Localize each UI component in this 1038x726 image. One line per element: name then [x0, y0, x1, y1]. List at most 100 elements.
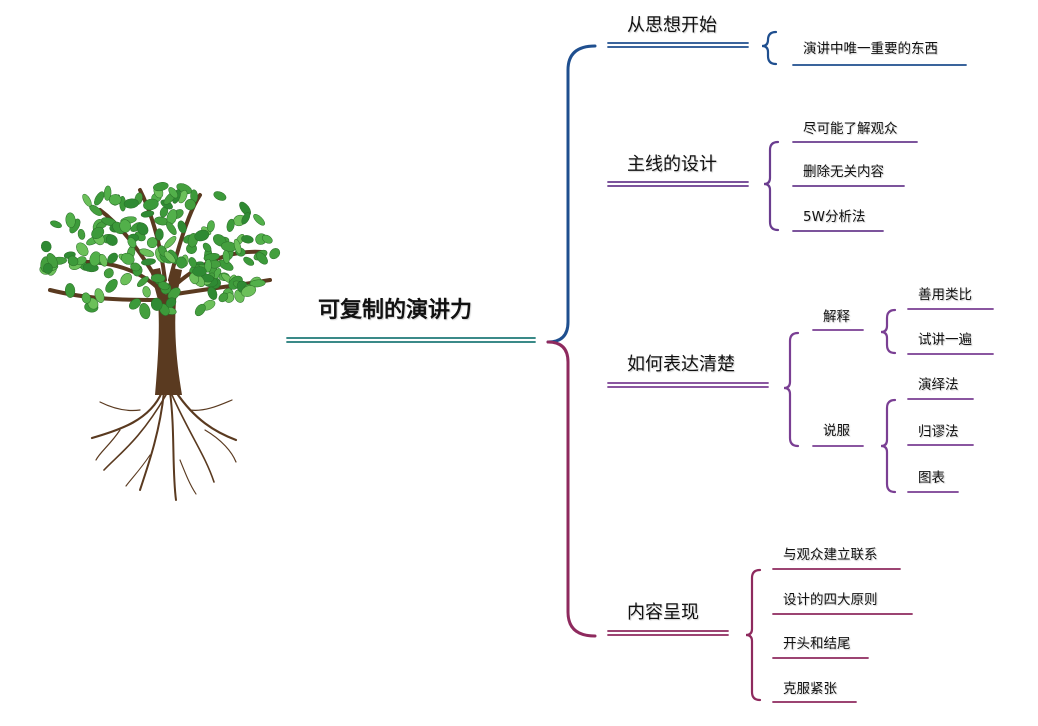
- group-persuade[interactable]: 说服: [823, 423, 850, 439]
- leaf: [99, 254, 108, 267]
- topic-connect-audience[interactable]: 与观众建立联系: [783, 547, 878, 563]
- leaf: [103, 268, 114, 279]
- leaf: [65, 212, 76, 228]
- leaf: [243, 256, 255, 266]
- leaf: [233, 238, 242, 255]
- topic-reductio[interactable]: 归谬法: [918, 424, 959, 440]
- tree-with-roots-icon: [39, 182, 281, 501]
- leaf: [120, 273, 132, 286]
- leaf: [163, 251, 176, 264]
- branch-mainline-design[interactable]: 主线的设计: [627, 154, 717, 175]
- leaf: [121, 252, 135, 265]
- topic-four-design-principles[interactable]: 设计的四大原则: [783, 592, 878, 608]
- leaf: [192, 266, 207, 277]
- leaf: [241, 285, 257, 297]
- branch-from-idea[interactable]: 从思想开始: [627, 15, 717, 36]
- brace: [880, 398, 897, 494]
- leaf: [140, 210, 155, 218]
- leaf: [40, 240, 52, 253]
- topic-opening-ending[interactable]: 开头和结尾: [783, 636, 851, 652]
- leaf: [177, 220, 187, 234]
- leaf: [91, 226, 105, 239]
- topic-deduction[interactable]: 演绎法: [918, 377, 959, 393]
- leaf: [76, 242, 89, 257]
- leaf: [143, 198, 159, 211]
- leaf: [207, 286, 218, 300]
- leaf: [184, 198, 196, 211]
- main-brace-lower: [546, 340, 597, 638]
- leaf: [194, 303, 206, 317]
- leaf: [105, 234, 118, 246]
- leaf: [139, 303, 151, 320]
- leaf: [176, 256, 187, 269]
- leaf: [168, 187, 179, 199]
- leaf: [65, 283, 76, 298]
- leaf: [94, 288, 105, 303]
- group-explain[interactable]: 解释: [823, 309, 850, 325]
- topic-charts[interactable]: 图表: [918, 470, 945, 486]
- leaf: [77, 229, 86, 240]
- leaf: [204, 259, 212, 273]
- leaf: [269, 248, 281, 260]
- leaf: [157, 281, 170, 291]
- leaf: [107, 252, 118, 264]
- main-brace-upper: [546, 44, 597, 344]
- leaf: [105, 279, 118, 293]
- brace: [763, 140, 780, 232]
- leaf: [103, 185, 112, 201]
- topic-overcome-nerves[interactable]: 克服紧张: [783, 681, 837, 697]
- leaf: [50, 220, 62, 229]
- brace: [761, 30, 778, 66]
- leaf: [165, 297, 177, 308]
- leaf: [249, 279, 266, 288]
- leaf: [253, 214, 265, 226]
- leaf: [222, 250, 230, 264]
- leaf: [82, 193, 92, 207]
- branch-content-presentation[interactable]: 内容呈现: [627, 602, 699, 623]
- brace: [745, 568, 762, 702]
- leaf: [202, 242, 212, 253]
- leaf: [94, 191, 105, 206]
- leaf: [213, 191, 227, 201]
- topic-delete-irrelevant[interactable]: 删除无关内容: [803, 164, 884, 180]
- leaf: [137, 276, 149, 287]
- leaf: [164, 236, 177, 249]
- leaf: [261, 234, 273, 244]
- topic-analogy[interactable]: 善用类比: [918, 287, 972, 303]
- leaf: [155, 228, 164, 241]
- root-topic[interactable]: 可复制的演讲力: [318, 298, 473, 323]
- leaf: [165, 221, 177, 235]
- leaf: [142, 286, 151, 298]
- leaf: [194, 229, 210, 242]
- leaf: [226, 218, 235, 232]
- brace: [880, 308, 897, 355]
- leaf: [43, 262, 53, 274]
- topic-5w-analysis[interactable]: 5W分析法: [803, 209, 866, 225]
- leaf: [206, 220, 215, 233]
- leaf: [119, 219, 131, 233]
- leaf: [150, 297, 163, 311]
- leaf: [136, 222, 149, 236]
- leaf: [150, 273, 166, 283]
- leaf: [241, 235, 254, 244]
- leaf: [81, 292, 91, 304]
- branch-express-clearly[interactable]: 如何表达清楚: [627, 354, 735, 375]
- leaf: [256, 252, 268, 265]
- topic-trial-run[interactable]: 试讲一遍: [918, 332, 972, 348]
- leaf: [129, 298, 141, 310]
- leaf: [127, 237, 137, 249]
- brace: [783, 331, 800, 448]
- leaf: [218, 292, 229, 303]
- leaf: [123, 198, 139, 209]
- leaf: [139, 248, 155, 257]
- leaf: [67, 255, 79, 267]
- topic-know-audience[interactable]: 尽可能了解观众: [803, 121, 898, 137]
- leaf: [146, 237, 158, 249]
- leaf: [188, 257, 197, 268]
- leaf: [130, 262, 141, 272]
- leaf: [153, 182, 169, 192]
- leaf: [108, 194, 122, 206]
- topic-only-important-thing[interactable]: 演讲中唯一重要的东西: [803, 41, 938, 57]
- leaf: [141, 258, 156, 266]
